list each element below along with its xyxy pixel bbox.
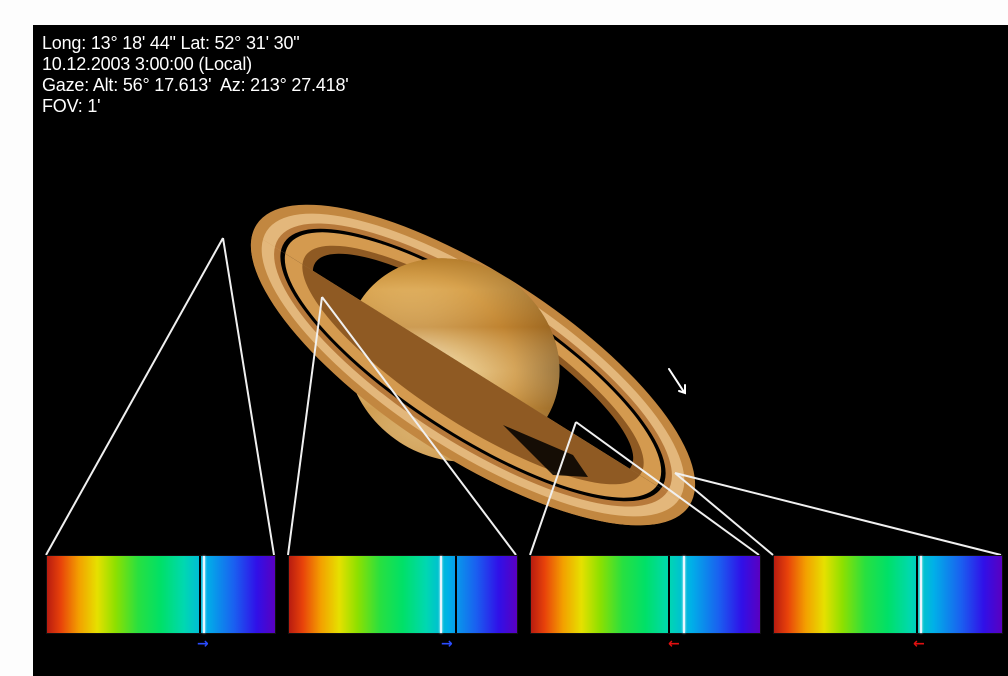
spectrum-panel-4 — [773, 555, 1003, 634]
sky-viewport[interactable]: Long: 13° 18' 44" Lat: 52° 31' 30" 10.12… — [33, 25, 1008, 676]
absorption-line — [199, 556, 201, 633]
fov-text: FOV: 1' — [42, 96, 101, 116]
shift-arrow-2: → — [441, 636, 453, 652]
shift-arrow-3: ← — [668, 636, 680, 652]
absorption-line — [668, 556, 670, 633]
absorption-line — [916, 556, 918, 633]
shift-arrow-1: → — [197, 636, 209, 652]
spectrum-panel-2 — [288, 555, 518, 634]
coordinates-text: Long: 13° 18' 44" Lat: 52° 31' 30" — [42, 33, 300, 53]
emission-line — [683, 556, 685, 633]
emission-line — [440, 556, 442, 633]
gaze-text: Gaze: Alt: 56° 17.613' Az: 213° 27.418' — [42, 75, 349, 95]
emission-line — [203, 556, 205, 633]
datetime-text: 10.12.2003 3:00:00 (Local) — [42, 54, 252, 74]
projection-lines — [45, 237, 1002, 556]
emission-line — [920, 556, 922, 633]
shift-arrow-4: ← — [913, 636, 925, 652]
absorption-line — [455, 556, 457, 633]
spectrum-panel-3 — [530, 555, 761, 634]
arrow-down-right-icon — [668, 368, 686, 395]
spectrum-panel-1 — [46, 555, 276, 634]
saturn-scene — [45, 204, 1002, 556]
info-overlay: Long: 13° 18' 44" Lat: 52° 31' 30" 10.12… — [42, 33, 349, 117]
